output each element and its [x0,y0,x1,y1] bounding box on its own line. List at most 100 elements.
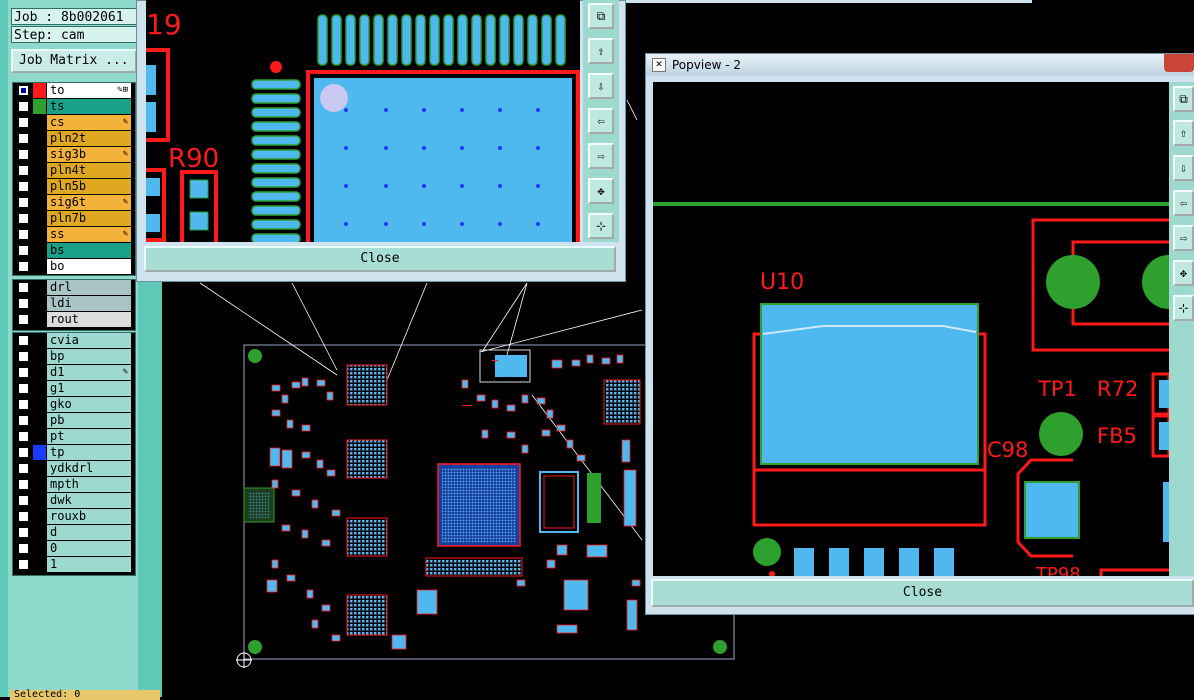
pan-right-icon[interactable]: ⇨ [1173,225,1194,251]
layer-checkbox[interactable] [18,351,29,362]
layer-checkbox[interactable] [18,383,29,394]
layer-row-ldi[interactable]: ldi [13,296,133,311]
layer-name[interactable]: pt [47,429,131,444]
layer-checkbox[interactable] [18,85,29,96]
popview-1-close-button[interactable]: Close [144,246,616,272]
layer-name[interactable]: mpth [47,477,131,492]
layer-name[interactable]: d [47,525,131,540]
layer-row-g1[interactable]: g1 [13,381,133,396]
layer-name[interactable]: pln2t [47,131,131,146]
popview-2-canvas[interactable] [653,82,1169,576]
layer-checkbox[interactable] [18,261,29,272]
layer-row-ts[interactable]: ts [13,99,133,114]
layer-row-pln4t[interactable]: pln4t [13,163,133,178]
window-close-icon[interactable] [1164,54,1194,72]
layer-name[interactable]: ss✎ [47,227,131,242]
layer-name[interactable]: ydkdrl [47,461,131,476]
layer-row-pt[interactable]: pt [13,429,133,444]
pan-down-icon[interactable]: ⇩ [588,73,614,99]
popview-2-titlebar[interactable]: ✕ Popview - 2 [646,54,1194,76]
zoom-home-icon[interactable]: ⧉ [588,3,614,29]
layer-row-pln7b[interactable]: pln7b [13,211,133,226]
layer-name[interactable]: pln4t [47,163,131,178]
layer-checkbox[interactable] [18,367,29,378]
layer-row-bp[interactable]: bp [13,349,133,364]
layer-name[interactable]: d1✎ [47,365,131,380]
layer-checkbox[interactable] [18,282,29,293]
layer-row-rouxb[interactable]: rouxb [13,509,133,524]
layer-row-sig6t[interactable]: sig6t✎ [13,195,133,210]
layer-checkbox[interactable] [18,181,29,192]
zoom-out-icon[interactable]: ⊹ [588,213,614,239]
layer-row-cvia[interactable]: cvia [13,333,133,348]
layer-name[interactable]: ts [47,99,131,114]
layer-name[interactable]: rout [47,312,131,327]
layer-row-pln5b[interactable]: pln5b [13,179,133,194]
board-canvas[interactable] [162,0,1194,697]
pan-right-icon[interactable]: ⇨ [588,143,614,169]
popview-2-close-button[interactable]: Close [651,579,1194,607]
layer-checkbox[interactable] [18,314,29,325]
layer-row-gko[interactable]: gko [13,397,133,412]
layer-row-tp[interactable]: tp [13,445,133,460]
layer-name[interactable]: dwk [47,493,131,508]
layer-checkbox[interactable] [18,197,29,208]
pan-down-icon[interactable]: ⇩ [1173,155,1194,181]
layer-name[interactable]: 1 [47,557,131,572]
layer-checkbox[interactable] [18,495,29,506]
layer-row-d[interactable]: d [13,525,133,540]
layer-name[interactable]: rouxb [47,509,131,524]
layer-checkbox[interactable] [18,399,29,410]
layer-name[interactable]: bp [47,349,131,364]
layer-name[interactable]: to✎⊞ [47,83,131,98]
layer-checkbox[interactable] [18,298,29,309]
layer-row-to[interactable]: to✎⊞ [13,83,133,98]
pan-up-icon[interactable]: ⇧ [1173,120,1194,146]
layer-row-mpth[interactable]: mpth [13,477,133,492]
layer-row-ss[interactable]: ss✎ [13,227,133,242]
zoom-in-icon[interactable]: ✥ [588,178,614,204]
layer-checkbox[interactable] [18,117,29,128]
layer-checkbox[interactable] [18,559,29,570]
layer-checkbox[interactable] [18,149,29,160]
layer-name[interactable]: sig3b✎ [47,147,131,162]
layer-row-dwk[interactable]: dwk [13,493,133,508]
zoom-home-icon[interactable]: ⧉ [1173,86,1194,112]
layer-checkbox[interactable] [18,165,29,176]
layer-row-drl[interactable]: drl [13,280,133,295]
layer-name[interactable]: cvia [47,333,131,348]
layer-checkbox[interactable] [18,543,29,554]
layer-checkbox[interactable] [18,229,29,240]
layer-row-0[interactable]: 0 [13,541,133,556]
layer-checkbox[interactable] [18,245,29,256]
layer-checkbox[interactable] [18,213,29,224]
layer-name[interactable]: g1 [47,381,131,396]
job-matrix-button[interactable]: Job Matrix ... [11,49,137,73]
layer-name[interactable]: pln7b [47,211,131,226]
layer-checkbox[interactable] [18,335,29,346]
popview-1-canvas[interactable] [146,0,580,242]
layer-row-bs[interactable]: bs [13,243,133,258]
layer-checkbox[interactable] [18,133,29,144]
layer-name[interactable]: tp [47,445,131,460]
layer-name[interactable]: cs✎ [47,115,131,130]
layer-name[interactable]: sig6t✎ [47,195,131,210]
pan-up-icon[interactable]: ⇧ [588,38,614,64]
layer-name[interactable]: bo [47,259,131,274]
layer-name[interactable]: drl [47,280,131,295]
layer-row-d1[interactable]: d1✎ [13,365,133,380]
layer-row-1[interactable]: 1 [13,557,133,572]
layer-checkbox[interactable] [18,101,29,112]
layer-row-sig3b[interactable]: sig3b✎ [13,147,133,162]
layer-row-cs[interactable]: cs✎ [13,115,133,130]
layer-row-pb[interactable]: pb [13,413,133,428]
layer-checkbox[interactable] [18,463,29,474]
zoom-in-icon[interactable]: ✥ [1173,260,1194,286]
layer-row-ydkdrl[interactable]: ydkdrl [13,461,133,476]
layer-checkbox[interactable] [18,479,29,490]
layer-name[interactable]: gko [47,397,131,412]
layer-checkbox[interactable] [18,447,29,458]
layer-name[interactable]: pb [47,413,131,428]
layer-name[interactable]: 0 [47,541,131,556]
layer-row-rout[interactable]: rout [13,312,133,327]
